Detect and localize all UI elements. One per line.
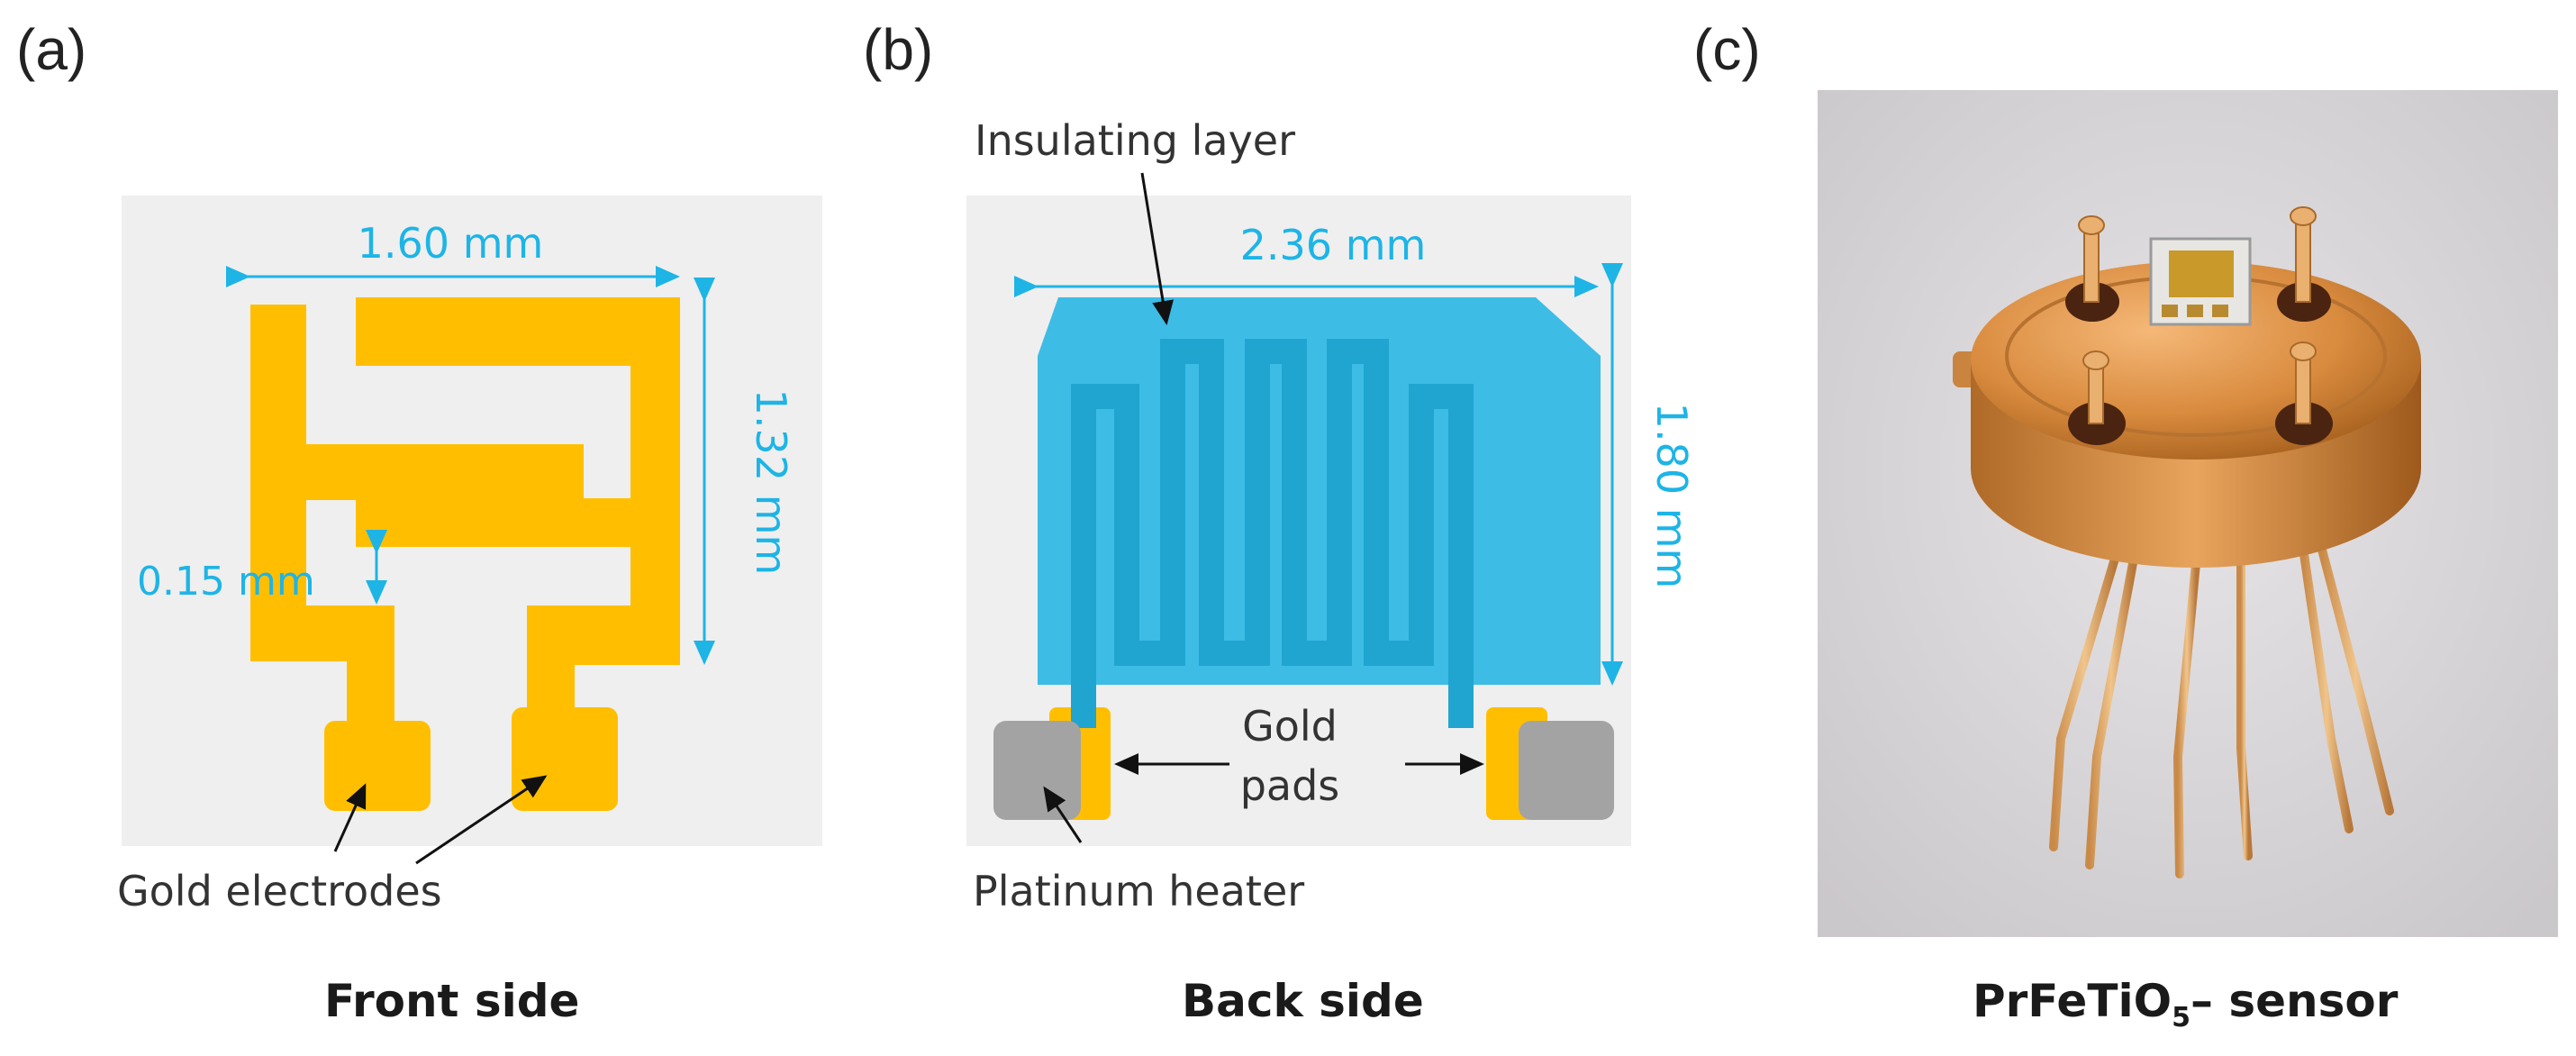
- gold-electrode-right: [356, 297, 680, 811]
- sensor-pins: [2078, 206, 2317, 424]
- caption-sensor-subscript: 5: [2172, 1002, 2191, 1033]
- caption-back-side: Back side: [1182, 975, 1424, 1027]
- caption-sensor-main: PrFeTiO: [1973, 975, 2172, 1027]
- heater-pad-right: [1519, 721, 1614, 820]
- heater-pad-left: [993, 721, 1081, 820]
- height-label: 1.32 mm: [747, 389, 795, 576]
- sensor-leads: [2049, 545, 2394, 878]
- sensor-chip-pads: [2162, 305, 2228, 317]
- sensor-photo: [1818, 90, 2558, 937]
- front-side-diagram: 1.60 mm 1.32 mm 0.15 mm Gold electrodes: [117, 196, 822, 915]
- panel-letter-b: (b): [863, 17, 934, 82]
- back-side-diagram: 2.36 mm 1.80 mm Insulating layer Gold pa…: [966, 116, 1696, 915]
- panel-letter-c: (c): [1693, 17, 1761, 82]
- caption-sensor: PrFeTiO5– sensor: [1973, 975, 2398, 1033]
- electrodes-label: Gold electrodes: [117, 867, 442, 915]
- gap-label: 0.15 mm: [137, 559, 315, 605]
- panel-letter-a: (a): [16, 17, 87, 82]
- caption-front-side: Front side: [324, 975, 580, 1027]
- platinum-heater-label: Platinum heater: [973, 867, 1304, 915]
- gold-pads-label-line2: pads: [1240, 761, 1340, 810]
- platinum-heater-trace: [1071, 339, 1474, 728]
- caption-sensor-tail: – sensor: [2190, 975, 2399, 1027]
- height-label: 1.80 mm: [1647, 403, 1696, 589]
- gold-pads-label-line1: Gold: [1242, 702, 1338, 751]
- electrode-pointer-right: [415, 775, 548, 865]
- electrode-pointer-left: [333, 783, 367, 852]
- insulating-layer-label: Insulating layer: [975, 116, 1295, 165]
- sensor-chip-film: [2169, 250, 2234, 297]
- gold-electrode-left: [250, 305, 584, 811]
- width-label: 1.60 mm: [358, 219, 544, 268]
- heater-pointer: [1043, 786, 1083, 843]
- width-label: 2.36 mm: [1240, 221, 1427, 269]
- insulating-pointer: [1140, 172, 1174, 325]
